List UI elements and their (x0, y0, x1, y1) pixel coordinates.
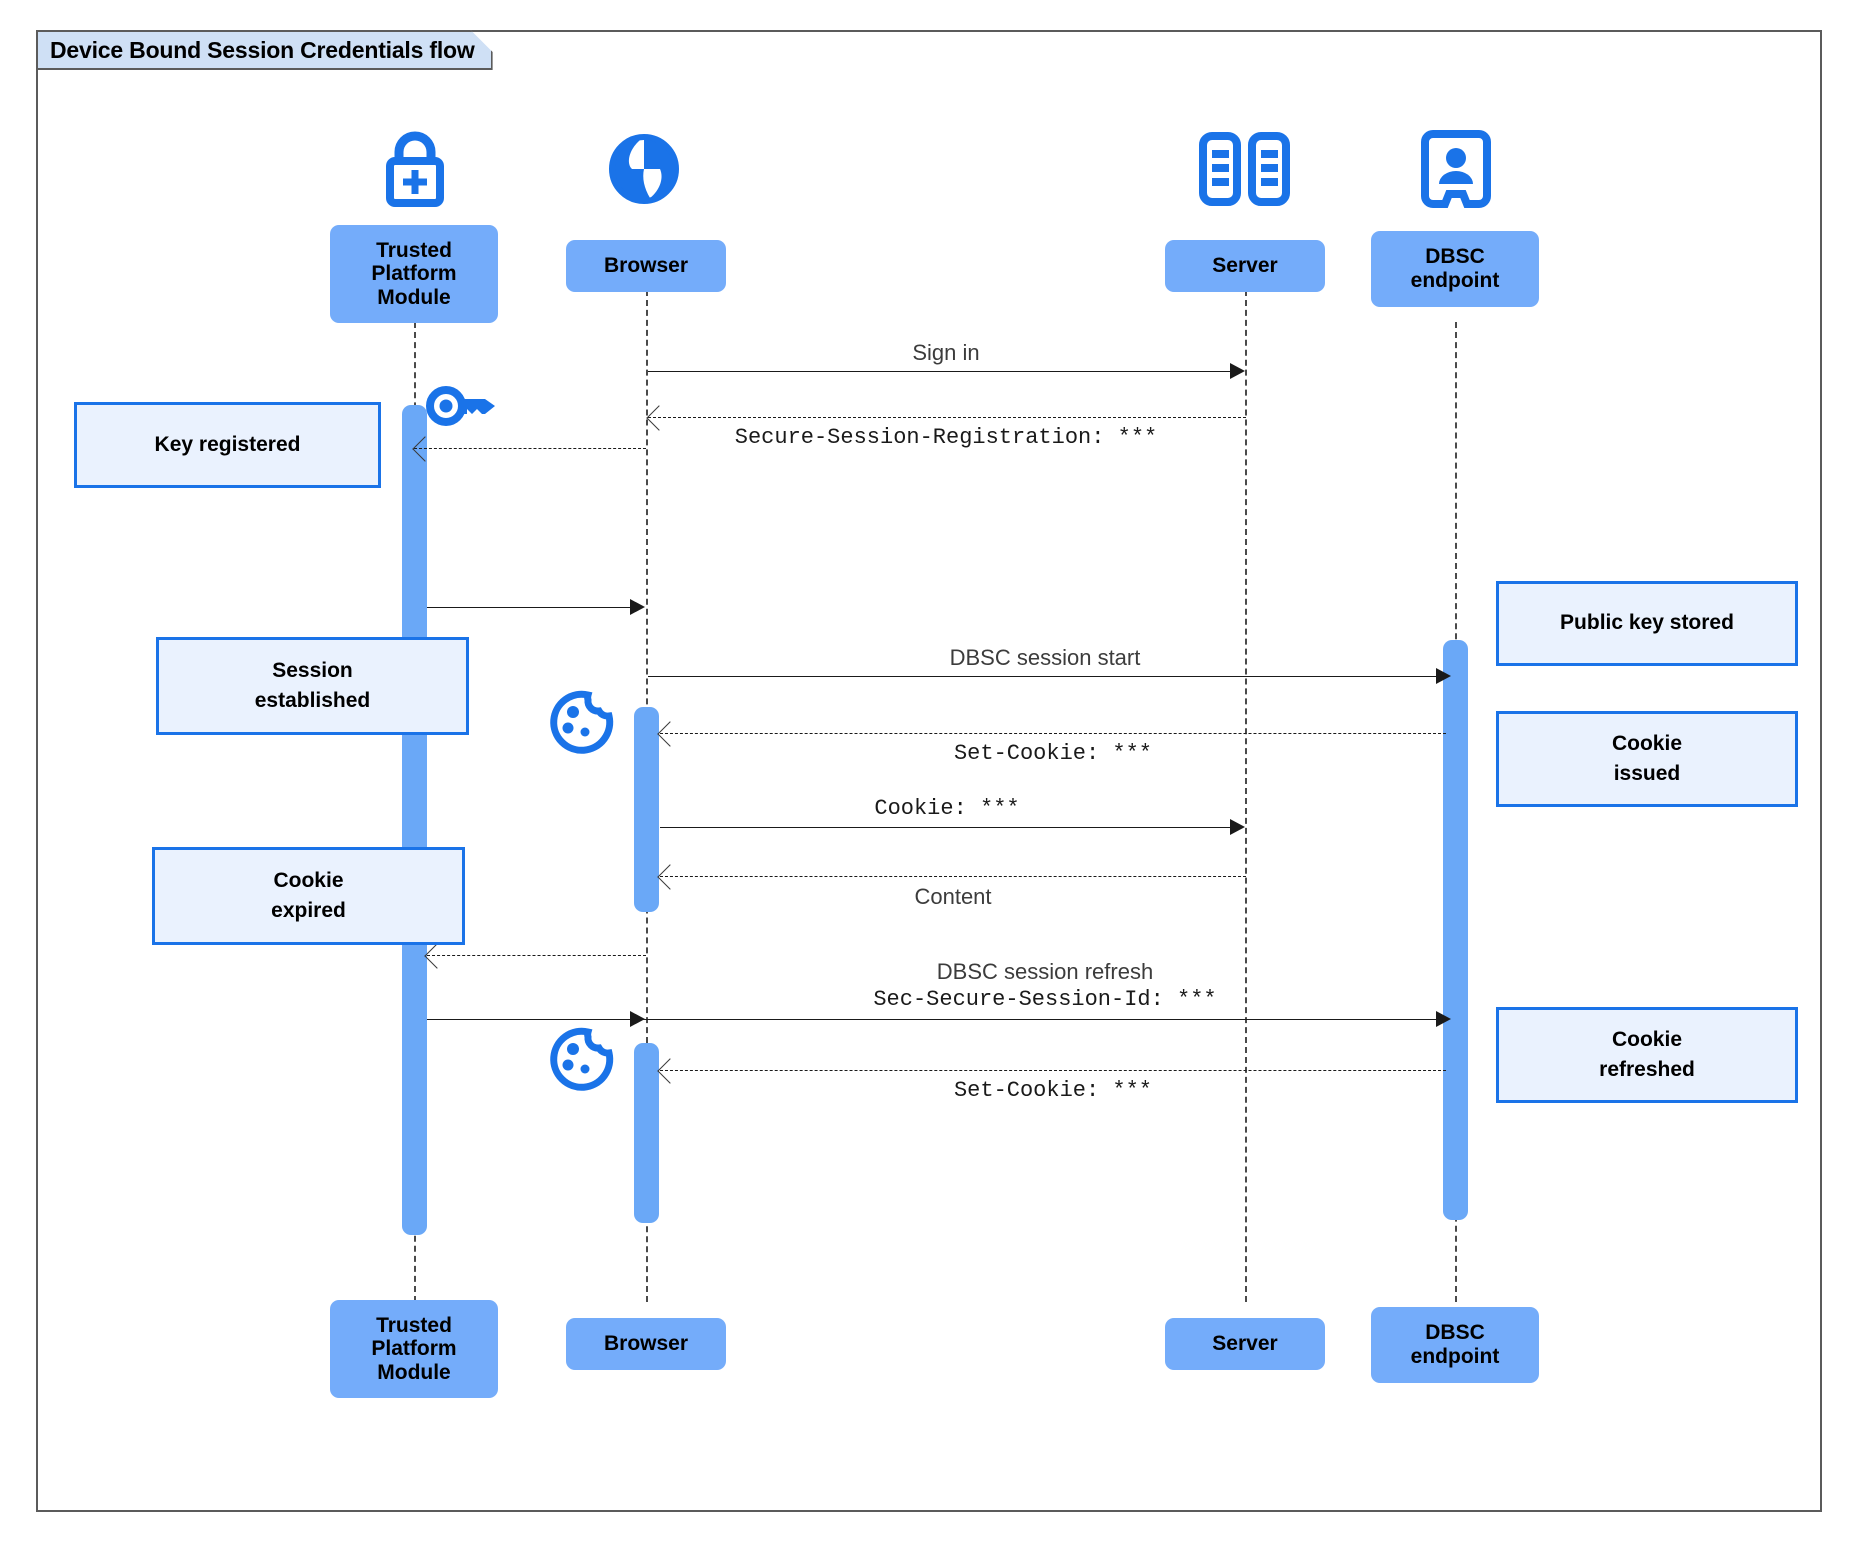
key-icon (425, 383, 499, 434)
id-badge-icon (1421, 130, 1491, 215)
note-text: Cookie expired (271, 868, 346, 922)
message-line-tpm-to-browser (427, 607, 634, 608)
message-label-cookie: Cookie: *** (874, 796, 1020, 821)
cookie-icon (548, 690, 614, 761)
message-line-cookie-expired-to-tpm (427, 955, 646, 956)
server-rack-icon (1197, 132, 1293, 211)
participant-server-top[interactable]: Server (1165, 240, 1325, 292)
message-line-content (660, 876, 1246, 877)
participant-browser-top[interactable]: Browser (566, 240, 726, 292)
message-label-set-cookie-1: Set-Cookie: *** (953, 741, 1153, 766)
note-cookie-issued: Cookie issued (1496, 711, 1798, 807)
activation-bar-tpm (402, 405, 427, 1235)
note-session-established: Session established (156, 637, 469, 735)
note-cookie-expired: Cookie expired (152, 847, 465, 945)
message-label-refresh-line2: Sec-Secure-Session-Id: *** (873, 986, 1217, 1012)
message-label-dbsc-session-start: DBSC session start (949, 645, 1141, 670)
message-line-secure-session-registration (648, 417, 1246, 418)
diagram-title-tab: Device Bound Session Credentials flow (36, 30, 493, 70)
message-line-dbsc-session-start (648, 676, 1444, 677)
page-title: Device Bound Session Credentials flow (50, 36, 475, 63)
participant-browser-bottom[interactable]: Browser (566, 1318, 726, 1370)
note-cookie-refreshed: Cookie refreshed (1496, 1007, 1798, 1103)
participant-label: Server (1212, 1332, 1278, 1356)
message-label-dbsc-session-refresh: DBSC session refresh Sec-Secure-Session-… (640, 958, 1450, 1013)
message-label-sign-in: Sign in (912, 340, 980, 365)
participant-tpm-top[interactable]: Trusted Platform Module (330, 225, 498, 323)
participant-tpm-bottom[interactable]: Trusted Platform Module (330, 1300, 498, 1398)
message-line-cookie (660, 827, 1234, 828)
note-text: Cookie refreshed (1599, 1027, 1695, 1081)
arrowhead-tpm-to-browser (630, 599, 645, 615)
participant-label: DBSC endpoint (1410, 245, 1500, 292)
arrowhead-cookie (1230, 819, 1245, 835)
participant-dbsc-top[interactable]: DBSC endpoint (1371, 231, 1539, 307)
note-public-key-stored: Public key stored (1496, 581, 1798, 666)
message-line-key-registration-to-tpm (414, 448, 646, 449)
participant-label: Trusted Platform Module (371, 1313, 457, 1384)
message-label-set-cookie-2: Set-Cookie: *** (953, 1078, 1153, 1103)
activation-bar-browser-1 (634, 707, 659, 912)
note-key-registered: Key registered (74, 402, 381, 488)
activation-bar-browser-2 (634, 1043, 659, 1223)
note-text: Public key stored (1560, 611, 1734, 635)
note-text: Session established (254, 658, 371, 712)
arrowhead-refresh-browser (630, 1011, 645, 1027)
message-label-refresh-line1: DBSC session refresh (936, 959, 1154, 984)
arrowhead-dbsc-session-refresh (1436, 1011, 1451, 1027)
arrowhead-dbsc-session-start (1436, 668, 1451, 684)
message-label-secure-session-registration: Secure-Session-Registration: *** (734, 425, 1158, 450)
note-text: Cookie issued (1611, 731, 1682, 785)
participant-label: Trusted Platform Module (371, 238, 457, 309)
note-text: Key registered (154, 432, 301, 456)
globe-icon (604, 130, 684, 213)
message-line-set-cookie-2 (660, 1070, 1446, 1071)
participant-dbsc-bottom[interactable]: DBSC endpoint (1371, 1307, 1539, 1383)
message-line-set-cookie-1 (660, 733, 1446, 734)
participant-label: DBSC endpoint (1410, 1321, 1500, 1368)
message-label-content: Content (914, 884, 992, 909)
participant-label: Browser (603, 254, 689, 278)
participant-label: Server (1212, 254, 1278, 278)
activation-bar-dbsc (1443, 640, 1468, 1220)
cookie-icon (548, 1027, 614, 1098)
message-line-sign-in (648, 371, 1234, 372)
participant-label: Browser (603, 1332, 689, 1356)
arrowhead-sign-in (1230, 363, 1245, 379)
message-line-dbsc-session-refresh (427, 1019, 1444, 1020)
lifeline-server (1245, 290, 1247, 1302)
lock-plus-icon (372, 128, 458, 213)
participant-server-bottom[interactable]: Server (1165, 1318, 1325, 1370)
